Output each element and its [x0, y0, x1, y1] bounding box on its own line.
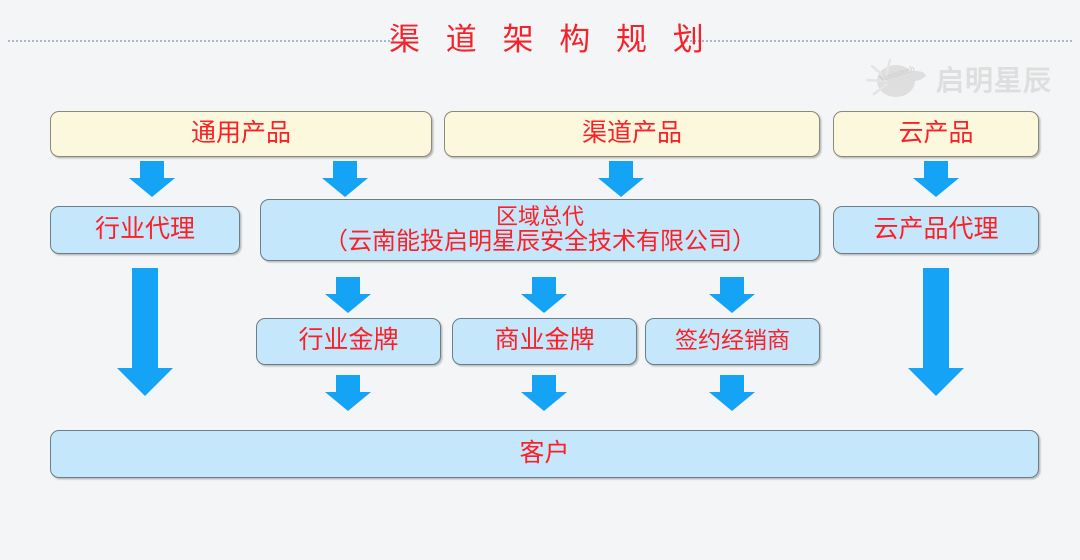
arrow-down-icon-dealer-to-customer — [709, 375, 755, 411]
node-cloud-product-agent[interactable]: 云产品代理 — [833, 206, 1039, 254]
node-business-gold[interactable]: 商业金牌 — [452, 318, 637, 365]
comet-logo-icon: Venustech — [862, 56, 928, 102]
page-title: 渠 道 架 构 规 划 — [389, 22, 713, 57]
node-customer[interactable]: 客户 — [50, 430, 1039, 478]
arrow-shaft — [720, 375, 744, 392]
arrow-head — [325, 392, 371, 411]
arrow-down-icon-industry-gold-to-customer — [325, 375, 371, 411]
arrow-shaft — [532, 277, 556, 294]
arrow-shaft — [609, 161, 633, 178]
node-label: 签约经销商 — [675, 328, 790, 354]
title-rule-left — [8, 40, 394, 42]
node-label-group: 区域总代 （云南能投启明星辰安全技术有限公司） — [324, 204, 756, 257]
node-contracted-dealer[interactable]: 签约经销商 — [645, 318, 820, 365]
arrow-shaft — [720, 277, 744, 294]
arrow-down-icon-cloud-to-cloud-agent — [913, 161, 959, 197]
arrow-head — [709, 294, 755, 313]
arrow-down-icon-regional-to-business-gold — [521, 277, 567, 313]
arrow-shaft — [924, 161, 948, 178]
node-industry-gold[interactable]: 行业金牌 — [256, 318, 441, 365]
arrow-down-icon-general-to-industry-agent — [129, 161, 175, 197]
node-industry-agent[interactable]: 行业代理 — [50, 206, 240, 254]
node-label: 行业金牌 — [298, 327, 399, 355]
arrow-head — [521, 392, 567, 411]
title-rule-right — [686, 40, 1072, 42]
arrow-down-icon-general-to-regional — [322, 161, 368, 197]
arrow-down-icon-regional-to-industry-gold — [325, 277, 371, 313]
arrow-head — [908, 368, 964, 396]
arrow-shaft — [336, 375, 360, 392]
arrow-shaft — [532, 375, 556, 392]
arrow-head — [598, 178, 644, 197]
watermark-brand-text: 启明星辰 — [936, 65, 1053, 96]
node-label: 通用产品 — [190, 119, 291, 147]
arrow-head — [322, 178, 368, 197]
node-label: 区域总代 — [495, 203, 584, 229]
node-label: 客户 — [519, 439, 570, 467]
node-general-products[interactable]: 通用产品 — [50, 111, 432, 157]
arrow-shaft — [336, 277, 360, 294]
node-cloud-products[interactable]: 云产品 — [833, 111, 1039, 157]
arrow-down-icon-business-gold-to-customer — [521, 375, 567, 411]
arrow-down-icon-industry-agent-to-customer — [117, 268, 173, 396]
node-label: 云产品代理 — [873, 215, 999, 243]
arrow-down-icon-cloud-agent-to-customer — [908, 268, 964, 396]
arrow-shaft — [923, 268, 949, 368]
arrow-down-icon-channel-to-regional — [598, 161, 644, 197]
node-label: 行业代理 — [94, 215, 195, 243]
node-label: 渠道产品 — [581, 119, 682, 147]
node-label: 商业金牌 — [494, 327, 595, 355]
arrow-down-icon-regional-to-dealer — [709, 277, 755, 313]
arrow-shaft — [132, 268, 158, 368]
arrow-shaft — [333, 161, 357, 178]
venustech-watermark: Venustech 启明星辰 — [862, 52, 1072, 106]
node-sublabel: （云南能投启明星辰安全技术有限公司） — [324, 228, 756, 255]
node-channel-products[interactable]: 渠道产品 — [444, 111, 820, 157]
arrow-head — [325, 294, 371, 313]
arrow-head — [913, 178, 959, 197]
svg-text:Venustech: Venustech — [878, 63, 917, 84]
arrow-shaft — [140, 161, 164, 178]
node-label: 云产品 — [898, 119, 974, 147]
arrow-head — [129, 178, 175, 197]
arrow-head — [117, 368, 173, 396]
node-regional-general-agent[interactable]: 区域总代 （云南能投启明星辰安全技术有限公司） — [260, 199, 820, 261]
arrow-head — [709, 392, 755, 411]
arrow-head — [521, 294, 567, 313]
